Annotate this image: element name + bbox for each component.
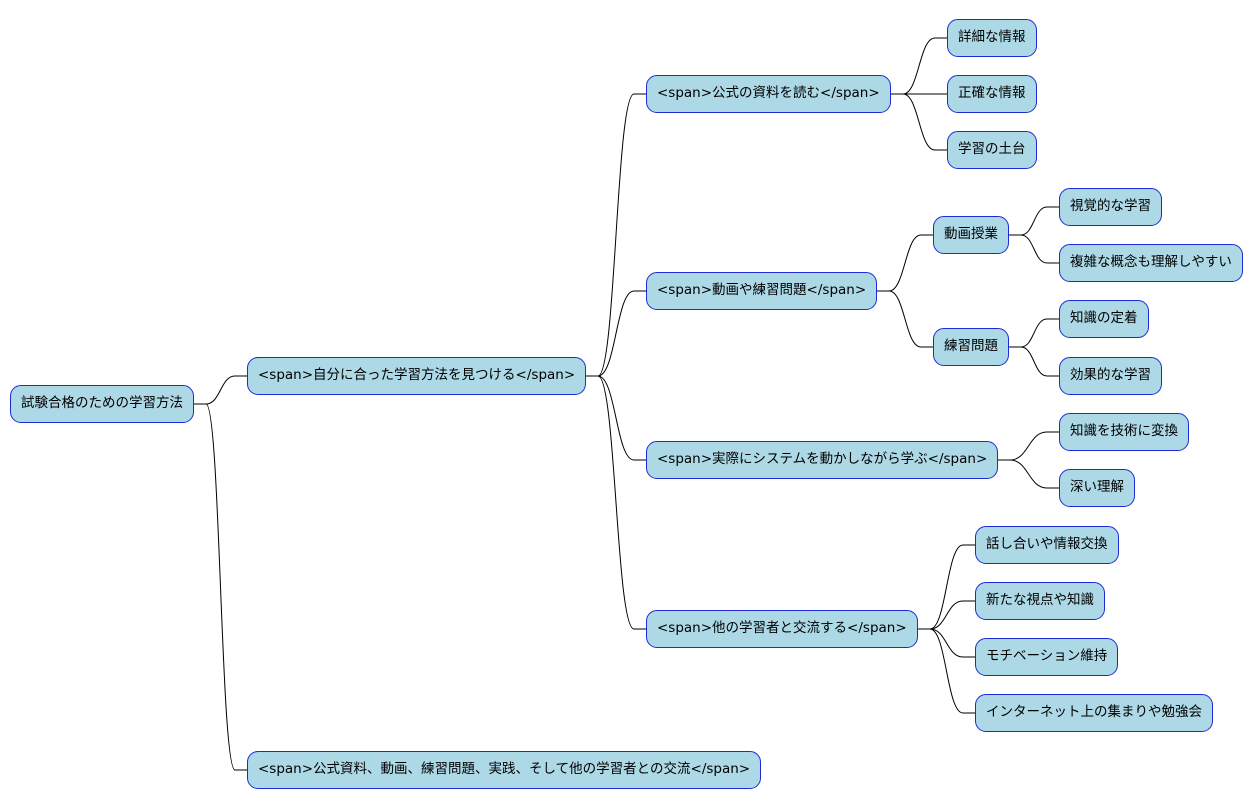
leaf-new-perspectives-node: 新たな視点や知識 bbox=[975, 582, 1105, 620]
connector-line bbox=[918, 600, 975, 630]
connector-line bbox=[586, 290, 646, 377]
leaf-effective-learning-node: 効果的な学習 bbox=[1059, 357, 1162, 395]
leaf-detailed-info-node: 詳細な情報 bbox=[947, 19, 1037, 57]
root-node: 試験合格のための学習方法 bbox=[10, 385, 194, 423]
connector-line bbox=[586, 375, 646, 630]
branch-official-docs-node: <span>公式の資料を読む</span> bbox=[646, 75, 891, 113]
connector-line bbox=[998, 431, 1059, 461]
connector-line bbox=[891, 37, 947, 95]
leaf-deep-understanding-node: 深い理解 bbox=[1059, 469, 1135, 507]
leaf-discussion-node: 話し合いや情報交換 bbox=[975, 526, 1119, 564]
connector-line bbox=[194, 403, 247, 771]
branch-video-practice-node: <span>動画や練習問題</span> bbox=[646, 272, 878, 310]
leaf-knowledge-retention-node: 知識の定着 bbox=[1059, 300, 1149, 338]
connector-line bbox=[918, 628, 975, 714]
connector-line bbox=[586, 93, 646, 377]
leaf-motivation-node: モチベーション維持 bbox=[975, 638, 1119, 676]
connector-line bbox=[877, 234, 933, 292]
sub-video-lesson-node: 動画授業 bbox=[933, 216, 1009, 254]
sub-practice-problems-node: 練習問題 bbox=[933, 328, 1009, 366]
connector-line bbox=[891, 93, 947, 151]
connector-line bbox=[1009, 234, 1059, 264]
connector-line bbox=[1009, 206, 1059, 236]
connector-line bbox=[877, 290, 933, 348]
connector-line bbox=[586, 375, 646, 461]
branch-find-method-node: <span>自分に合った学習方法を見つける</span> bbox=[247, 357, 587, 395]
connector-line bbox=[918, 628, 975, 658]
connector-line bbox=[998, 459, 1059, 489]
branch-hands-on-node: <span>実際にシステムを動かしながら学ぶ</span> bbox=[646, 441, 999, 479]
branch-summary-node: <span>公式資料、動画、練習問題、実践、そして他の学習者との交流</span… bbox=[247, 751, 762, 789]
connector-line bbox=[194, 375, 247, 405]
leaf-online-meetups-node: インターネット上の集まりや勉強会 bbox=[975, 694, 1213, 732]
branch-exchange-node: <span>他の学習者と交流する</span> bbox=[646, 610, 918, 648]
connector-line bbox=[1009, 318, 1059, 348]
leaf-complex-concepts-node: 複雑な概念も理解しやすい bbox=[1059, 244, 1243, 282]
leaf-foundation-node: 学習の土台 bbox=[947, 131, 1037, 169]
leaf-knowledge-to-skill-node: 知識を技術に変換 bbox=[1059, 413, 1189, 451]
connector-line bbox=[1009, 346, 1059, 377]
leaf-accurate-info-node: 正確な情報 bbox=[947, 75, 1037, 113]
leaf-visual-learning-node: 視覚的な学習 bbox=[1059, 188, 1162, 226]
connector-line bbox=[918, 544, 975, 630]
